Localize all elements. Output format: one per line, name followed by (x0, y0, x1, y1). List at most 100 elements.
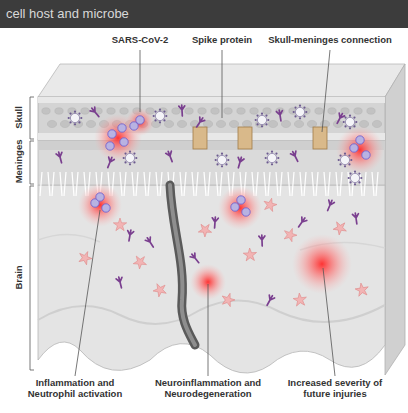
bone-marrow-cavity (328, 108, 336, 114)
bone-marrow-cavity (216, 120, 225, 127)
virus-spike (294, 115, 296, 117)
spike-protein-symbol (325, 199, 335, 211)
arachnoid-trabecula (340, 172, 342, 196)
neutrophil-cell (118, 124, 126, 132)
virus-spike (69, 121, 71, 123)
layer-bracket (30, 97, 34, 139)
spike-protein-symbol (89, 106, 101, 118)
neutrophil-cell (231, 203, 239, 211)
header-bar (0, 0, 408, 28)
bone-marrow-cavity (372, 120, 381, 127)
bone-marrow-cavity (203, 120, 212, 127)
virus-spike (261, 113, 263, 115)
virus-particle (215, 153, 230, 168)
outcome-label: Inflammation and Neutrophil activation (13, 378, 137, 400)
bone-marrow-cavity (60, 120, 69, 127)
spike-protein-symbol (276, 110, 284, 122)
microglia-cell (260, 196, 278, 214)
virus-spike (221, 153, 223, 155)
arachnoid-trabecula (276, 172, 278, 196)
virus-spike (267, 119, 269, 121)
arachnoid-trabecula (132, 172, 134, 196)
virus-spike (133, 152, 135, 154)
bone-marrow-cavity (211, 108, 219, 114)
virus-spike (348, 177, 350, 179)
virus-spike (350, 159, 352, 161)
inflammation-glow (126, 108, 154, 136)
bone-marrow-cavity (198, 108, 206, 114)
outcome-label: Increased severity of future injuries (273, 378, 397, 400)
skull-meninges-channel (313, 127, 327, 149)
dura-band (38, 140, 385, 150)
virus-particle (343, 115, 358, 130)
blood-vessel (170, 185, 195, 345)
spike-protein-symbol (259, 235, 265, 246)
arachnoid-trabecula (124, 172, 126, 196)
virus-spike (154, 119, 156, 121)
layer-label: Brain (14, 247, 25, 307)
virus-envelope (155, 111, 164, 120)
virus-spike (265, 114, 267, 116)
virus-spike (353, 116, 355, 118)
arachnoid-trabecula (264, 172, 266, 196)
arachnoid-trabecula (312, 172, 314, 196)
virus-spike (354, 183, 356, 185)
virus-spike (135, 157, 137, 159)
bone-marrow-cavity (367, 108, 375, 114)
bone-marrow-cavity (42, 108, 50, 114)
arachnoid-trabecula (316, 172, 318, 196)
virus-particle (255, 113, 270, 128)
neutrophil-cell (108, 130, 116, 138)
arachnoid-trabecula (360, 172, 362, 196)
inflammation-glow (292, 234, 352, 294)
layer-bracket (30, 141, 34, 184)
virus-envelope (345, 117, 354, 126)
virus-particle (293, 105, 308, 120)
spike-protein-symbol (179, 105, 186, 116)
bone-marrow-cavity (354, 108, 362, 114)
microglia-cell (332, 220, 349, 237)
virus-envelope (217, 155, 226, 164)
bone-marrow-cavity (237, 108, 245, 114)
spike-protein-symbol (105, 156, 115, 168)
virus-spike (163, 110, 165, 112)
spike-protein-symbol (165, 150, 175, 162)
virus-spike (215, 159, 217, 161)
callout-label: Skull-meninges connection (255, 35, 405, 46)
virus-spike (123, 157, 125, 159)
leader-line (222, 50, 223, 118)
spike-protein-symbol (264, 294, 275, 307)
bone-marrow-cavity (294, 120, 303, 127)
arachnoid-trabecula (180, 172, 182, 196)
virus-spike (349, 172, 351, 174)
bone-marrow-cavity (172, 108, 180, 114)
leader-line (323, 268, 335, 376)
virus-spike (124, 161, 126, 163)
arachnoid-trabecula (48, 172, 50, 196)
spike-protein-symbol (235, 156, 244, 168)
arachnoid-trabecula (364, 172, 366, 196)
journal-header: cell host and microbe (6, 7, 306, 22)
bone-marrow-cavity (242, 120, 251, 127)
neutrophil-cell (120, 138, 128, 146)
virus-particle (338, 153, 353, 168)
bone-marrow-cavity (120, 108, 128, 114)
spike-protein-symbol (296, 216, 307, 228)
spike-protein-symbol (194, 116, 205, 128)
virus-spike (349, 127, 351, 129)
virus-spike (159, 109, 161, 111)
virus-envelope (340, 155, 349, 164)
virus-spike (354, 171, 356, 173)
callout-label: SARS-CoV-2 (85, 35, 195, 46)
virus-particle (348, 171, 363, 186)
virus-spike (277, 157, 279, 159)
spike-protein-symbol (335, 112, 345, 125)
virus-spike (344, 125, 346, 127)
virus-envelope (350, 173, 359, 182)
arachnoid-trabecula (144, 172, 146, 196)
virus-spike (353, 125, 355, 127)
virus-spike (358, 172, 360, 174)
microglia-cell (242, 246, 259, 263)
spike-protein-symbol (352, 213, 359, 225)
arachnoid-trabecula (72, 172, 74, 196)
